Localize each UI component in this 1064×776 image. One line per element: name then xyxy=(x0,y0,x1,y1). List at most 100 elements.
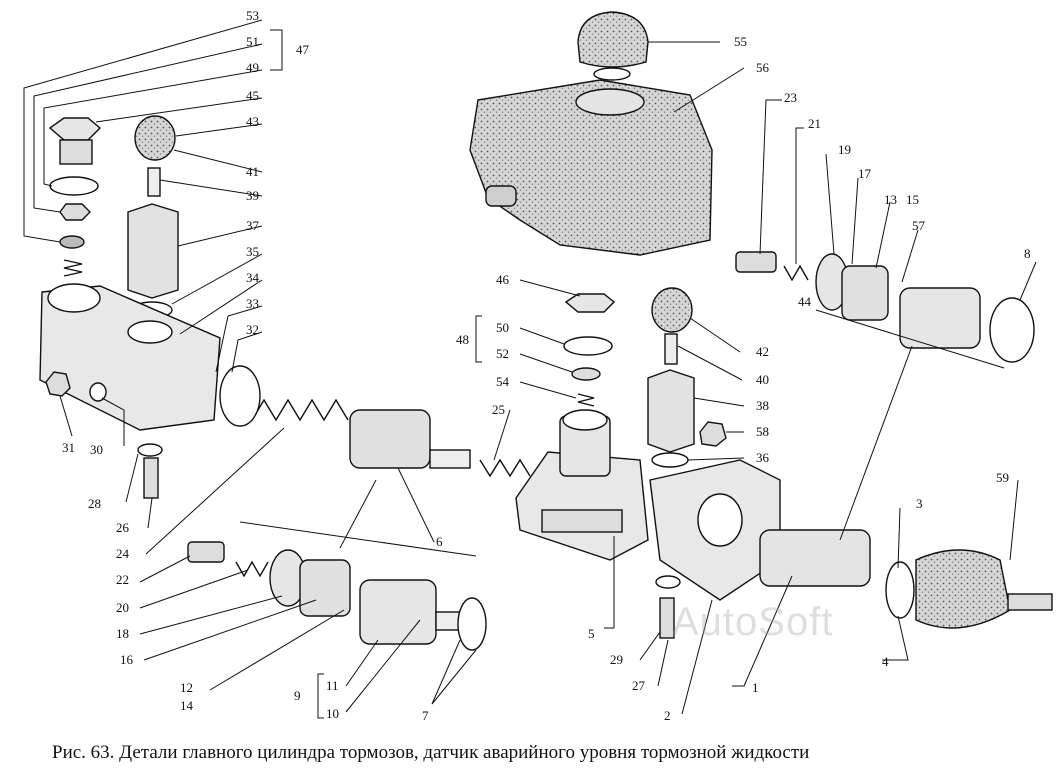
label-4: 4 xyxy=(882,654,889,669)
seal-7 xyxy=(457,597,487,651)
leader-11 xyxy=(345,639,379,687)
spring-54 xyxy=(577,393,595,407)
label-51: 51 xyxy=(246,34,259,49)
label-59: 59 xyxy=(996,470,1009,485)
nut-52 xyxy=(571,367,601,381)
flange-bore xyxy=(697,493,743,547)
leader-35 xyxy=(171,253,263,305)
bolt-27 xyxy=(659,597,675,639)
label-26: 26 xyxy=(116,520,130,535)
leader-28 xyxy=(125,453,139,503)
leader-49 xyxy=(43,69,263,187)
label-29: 29 xyxy=(610,652,623,667)
label-22: 22 xyxy=(116,572,129,587)
sensor-body-37 xyxy=(127,203,179,299)
label-7: 7 xyxy=(422,708,429,723)
label-3: 3 xyxy=(916,496,923,511)
label-43: 43 xyxy=(246,114,259,129)
label-49: 49 xyxy=(246,60,259,75)
label-45: 45 xyxy=(246,88,259,103)
port-left xyxy=(47,283,101,313)
piston-rod-6 xyxy=(429,449,471,469)
label-56: 56 xyxy=(756,60,770,75)
leader-17 xyxy=(851,177,859,265)
label-42: 42 xyxy=(756,344,769,359)
piston-57 xyxy=(899,287,981,349)
leader-43 xyxy=(175,123,263,137)
label-1: 1 xyxy=(752,680,759,695)
leader-47 xyxy=(270,29,283,71)
piston-1 xyxy=(759,529,871,587)
label-16: 16 xyxy=(120,652,134,667)
label-25: 25 xyxy=(492,402,505,417)
leader-38 xyxy=(693,397,745,407)
label-27: 27 xyxy=(632,678,646,693)
piston-9 xyxy=(359,579,437,645)
leader-5 xyxy=(604,536,615,629)
leader-37 xyxy=(177,225,263,247)
ring-8 xyxy=(989,297,1035,363)
leader-33 xyxy=(215,305,263,373)
label-58: 58 xyxy=(756,424,769,439)
leader-8 xyxy=(1019,261,1037,301)
label-38: 38 xyxy=(756,398,769,413)
label-24: 24 xyxy=(116,546,130,561)
leader-23 xyxy=(759,99,782,255)
label-32: 32 xyxy=(246,322,259,337)
boot-42 xyxy=(651,287,693,333)
leader-41 xyxy=(173,149,263,173)
label-17: 17 xyxy=(858,166,872,181)
center-housing xyxy=(515,451,649,561)
label-50: 50 xyxy=(496,320,509,335)
leader-9 xyxy=(317,673,324,719)
label-31: 31 xyxy=(62,440,75,455)
part-labels: 53 51 49 47 45 43 41 39 37 35 34 33 32 3… xyxy=(62,8,1031,723)
plug-58 xyxy=(699,421,727,447)
label-18: 18 xyxy=(116,626,129,641)
leader-45 xyxy=(95,97,263,123)
label-47: 47 xyxy=(296,42,310,57)
leader-10 xyxy=(345,619,421,713)
label-6: 6 xyxy=(436,534,443,549)
left-piston-assembly xyxy=(219,365,531,478)
bolt-5 xyxy=(541,509,623,533)
washer-49 xyxy=(49,176,99,196)
label-48: 48 xyxy=(456,332,469,347)
reservoir-group xyxy=(469,11,713,256)
label-37: 37 xyxy=(246,218,260,233)
reservoir-body xyxy=(469,79,713,256)
label-8: 8 xyxy=(1024,246,1031,261)
pin-40 xyxy=(664,333,678,365)
spring-21 xyxy=(783,264,809,282)
label-36: 36 xyxy=(756,450,770,465)
washer-28 xyxy=(137,443,163,457)
leader-lines xyxy=(23,19,1037,719)
leader-1 xyxy=(732,575,793,687)
label-30: 30 xyxy=(90,442,103,457)
label-23: 23 xyxy=(784,90,797,105)
spacer-53 xyxy=(59,235,85,249)
port-left-top xyxy=(127,320,173,344)
leader-51 xyxy=(33,43,263,213)
leader-4 xyxy=(882,615,909,661)
nut-51 xyxy=(59,203,91,221)
washer-29 xyxy=(655,575,681,589)
leader-13 xyxy=(875,201,891,269)
leader-36 xyxy=(687,457,745,461)
leader-56 xyxy=(673,67,745,113)
reservoir-neck xyxy=(575,88,645,116)
leader-6-group xyxy=(239,479,477,557)
seal-32 xyxy=(219,365,261,427)
leader-2 xyxy=(681,599,713,715)
label-11: 11 xyxy=(326,678,339,693)
boss-port xyxy=(562,409,608,431)
cylinder-body-right xyxy=(649,459,1053,639)
bolt-26 xyxy=(143,457,159,499)
label-53: 53 xyxy=(246,8,259,23)
cap-seal xyxy=(593,67,631,81)
leader-34 xyxy=(179,279,263,335)
label-5: 5 xyxy=(588,626,595,641)
sleeve-16 xyxy=(299,559,351,617)
sleeve-17 xyxy=(841,265,889,321)
